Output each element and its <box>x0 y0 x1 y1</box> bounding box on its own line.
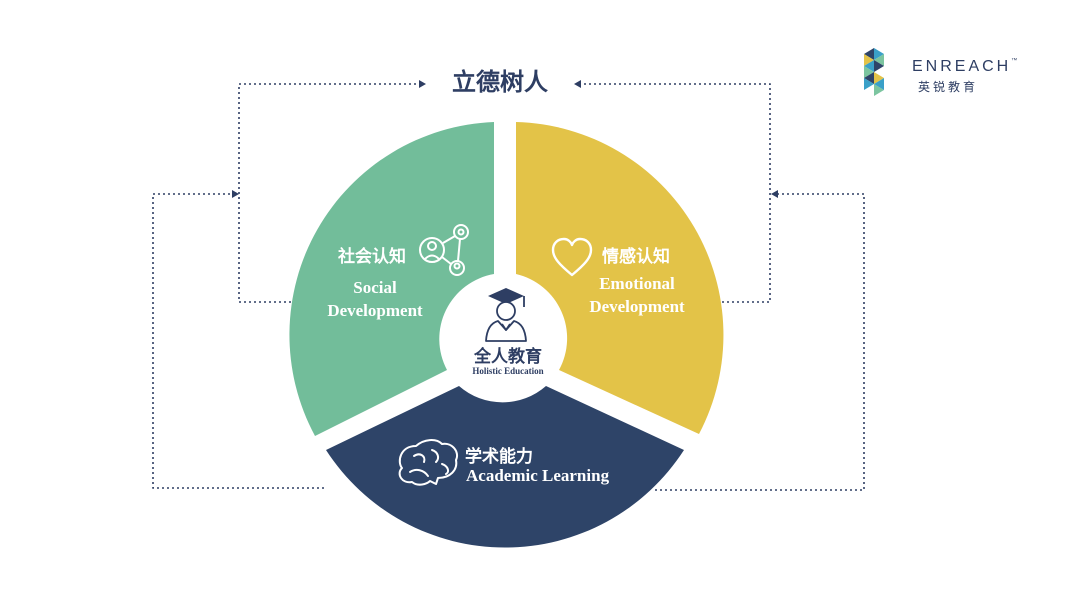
social-label-en-line1: Social <box>353 278 397 297</box>
connector-lines <box>152 83 865 491</box>
segment-social <box>289 122 494 436</box>
page-title: 立德树人 <box>452 68 548 96</box>
graduate-icon <box>485 288 527 342</box>
center-label-en: Holistic Education <box>472 366 544 376</box>
segment-academic <box>326 386 684 548</box>
social-label-en: Social Development <box>310 276 440 322</box>
connector-academic-to-emotional <box>655 193 865 491</box>
emotional-label-cn: 情感认知 <box>602 247 670 267</box>
emotional-label-en-line2: Development <box>589 297 685 316</box>
emotional-label-en-line1: Emotional <box>599 274 675 293</box>
connector-emotional-to-title <box>576 83 771 303</box>
brand-name: ENREACH™ <box>912 58 1018 75</box>
connector-arrowheads <box>232 80 778 198</box>
connector-social-to-title <box>238 83 424 303</box>
social-label-cn: 社会认知 <box>338 247 406 267</box>
heart-icon <box>551 237 593 277</box>
emotional-label-en: Emotional Development <box>572 272 702 318</box>
academic-label-en: Academic Learning <box>466 466 610 485</box>
arrowhead-social <box>232 190 239 198</box>
connector-academic-to-social <box>152 193 324 489</box>
academic-label-cn: 学术能力 <box>465 447 533 467</box>
enreach-logo-icon <box>864 48 884 96</box>
brand-chinese-name: 英锐教育 <box>918 80 979 94</box>
social-label-en-line2: Development <box>327 301 423 320</box>
network-icon <box>419 224 469 276</box>
segment-emotional <box>516 122 724 434</box>
center-label-cn: 全人教育 <box>474 347 542 367</box>
brand-logo: ENREACH™ 英锐教育 <box>864 44 1064 100</box>
arrowhead-emotional <box>771 190 778 198</box>
arrowhead-title-left <box>419 80 426 88</box>
arrowhead-title-right <box>574 80 581 88</box>
brain-icon <box>398 439 458 486</box>
